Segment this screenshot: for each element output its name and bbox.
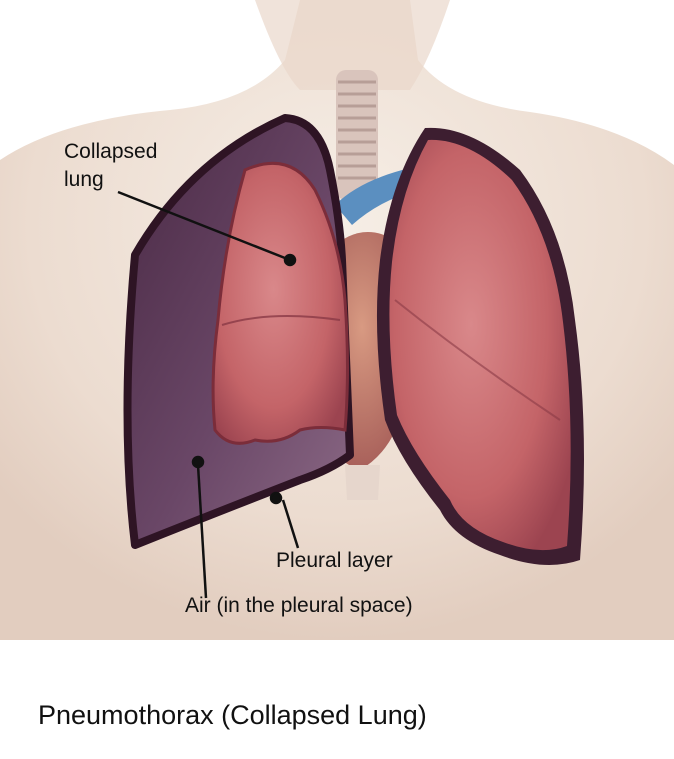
collapsed-lung-label-line2: lung xyxy=(64,168,104,192)
pleural-layer-label: Pleural layer xyxy=(276,549,393,573)
air-pleural-space-label: Air (in the pleural space) xyxy=(185,594,413,618)
figure-caption: Pneumothorax (Collapsed Lung) xyxy=(38,700,427,731)
spine-lower xyxy=(345,465,380,500)
trachea xyxy=(336,70,378,200)
collapsed-lung-label-line1: Collapsed xyxy=(64,140,157,164)
